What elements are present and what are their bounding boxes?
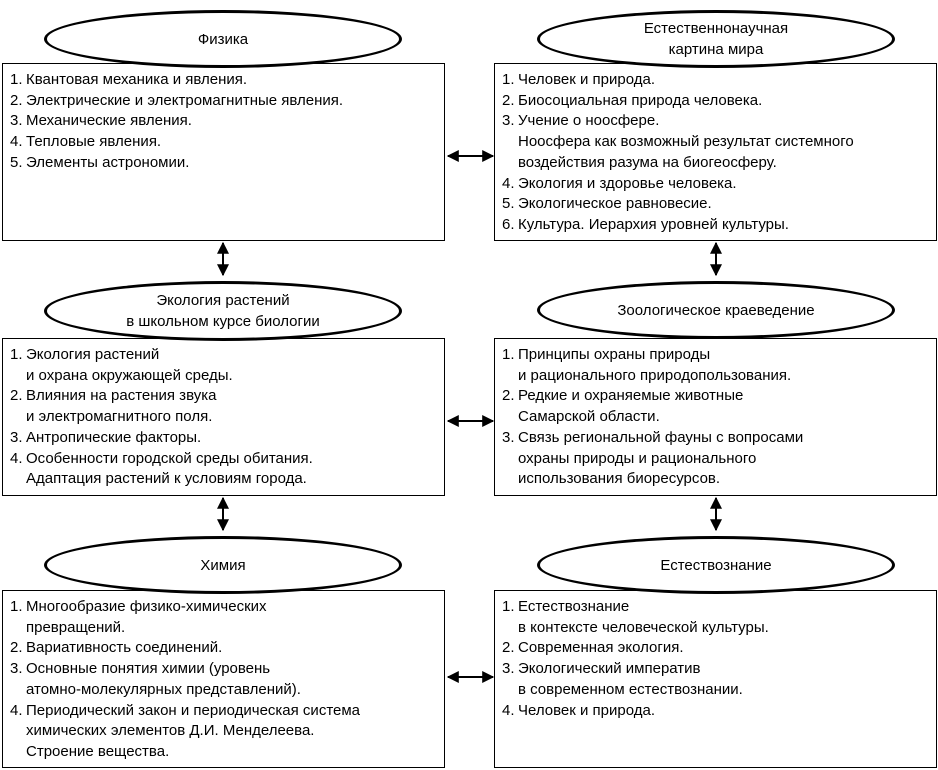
- list-item: 1.Квантовая механика и явления.: [10, 70, 444, 91]
- item-number: 1.: [502, 346, 515, 363]
- item-text: Особенности городской среды обитания. Ад…: [26, 449, 313, 488]
- chemistry-list: 1.Многообразие физико-химических превращ…: [3, 591, 444, 763]
- list-item: 1.Человек и природа.: [502, 70, 936, 91]
- list-item: 2.Биосоциальная природа человека.: [502, 91, 936, 112]
- list-item: 4.Экология и здоровье человека.: [502, 174, 936, 195]
- natural-science-box: 1.Естествознание в контексте человеческо…: [494, 590, 937, 768]
- list-item: 6.Культура. Иерархия уровней культуры.: [502, 215, 936, 236]
- item-text: Механические явления.: [26, 112, 192, 130]
- item-text: Современная экология.: [518, 639, 684, 657]
- item-text: Биосоциальная природа человека.: [518, 91, 763, 109]
- list-item: 2.Влияния на растения звука и электромаг…: [10, 386, 444, 427]
- list-item: 3.Антропические факторы.: [10, 428, 444, 449]
- item-text: Электрические и электромагнитные явления…: [26, 91, 344, 109]
- item-text: Влияния на растения звука и электромагни…: [26, 387, 217, 426]
- item-text: Человек и природа.: [518, 701, 655, 719]
- list-item: 3.Экологический императив в современном …: [502, 659, 936, 700]
- list-item: 2.Электрические и электромагнитные явлен…: [10, 91, 444, 112]
- item-number: 3.: [10, 660, 23, 678]
- list-item: 1.Многообразие физико-химических превращ…: [10, 597, 444, 638]
- worldview-box: 1.Человек и природа.2.Биосоциальная прир…: [494, 63, 937, 241]
- list-item: 4.Особенности городской среды обитания. …: [10, 449, 444, 490]
- physics-title: Физика: [44, 10, 402, 68]
- item-number: 4.: [10, 701, 23, 719]
- list-item: 1.Принципы охраны природы и рациональног…: [502, 345, 936, 386]
- item-text: Человек и природа.: [518, 71, 655, 88]
- item-number: 4.: [502, 174, 515, 192]
- item-text: Многообразие физико-химических превращен…: [26, 598, 267, 636]
- zoology-box: 1.Принципы охраны природы и рациональног…: [494, 338, 937, 496]
- item-text: Естествознание в контексте человеческой …: [518, 598, 769, 636]
- list-item: 4.Человек и природа.: [502, 701, 936, 722]
- item-text: Основные понятия химии (уровень атомно-м…: [26, 660, 301, 698]
- item-text: Экологический императив в современном ес…: [518, 660, 743, 698]
- item-text: Культура. Иерархия уровней культуры.: [518, 215, 789, 233]
- item-number: 2.: [10, 91, 23, 109]
- list-item: 2.Современная экология.: [502, 638, 936, 659]
- physics-list: 1.Квантовая механика и явления.2.Электри…: [3, 64, 444, 174]
- item-number: 2.: [502, 639, 515, 657]
- plant-ecology-list: 1.Экология растений и охрана окружающей …: [3, 339, 444, 490]
- list-item: 3.Основные понятия химии (уровень атомно…: [10, 659, 444, 700]
- item-text: Экология и здоровье человека.: [518, 174, 737, 192]
- zoology-list: 1.Принципы охраны природы и рациональног…: [495, 339, 936, 490]
- item-text: Принципы охраны природы и рационального …: [518, 346, 792, 384]
- item-text: Тепловые явления.: [26, 133, 162, 151]
- item-number: 1.: [10, 346, 23, 363]
- item-number: 2.: [10, 387, 23, 405]
- item-number: 3.: [502, 660, 515, 678]
- item-number: 1.: [10, 598, 23, 615]
- item-number: 1.: [502, 598, 515, 615]
- item-number: 5.: [10, 153, 23, 171]
- item-number: 1.: [502, 71, 515, 88]
- physics-box: 1.Квантовая механика и явления.2.Электри…: [2, 63, 445, 241]
- list-item: 4.Периодический закон и периодическая си…: [10, 701, 444, 763]
- list-item: 5.Экологическое равновесие.: [502, 194, 936, 215]
- item-text: Элементы астрономии.: [26, 153, 190, 171]
- chemistry-box: 1.Многообразие физико-химических превращ…: [2, 590, 445, 768]
- item-number: 2.: [502, 91, 515, 109]
- item-text: Экологическое равновесие.: [518, 195, 712, 213]
- item-number: 2.: [502, 387, 515, 405]
- zoology-title: Зоологическое краеведение: [537, 281, 895, 339]
- natural-science-title: Естествознание: [537, 536, 895, 594]
- list-item: 4.Тепловые явления.: [10, 132, 444, 153]
- item-number: 1.: [10, 71, 23, 88]
- worldview-list: 1.Человек и природа.2.Биосоциальная прир…: [495, 64, 936, 236]
- item-text: Периодический закон и периодическая сист…: [26, 701, 361, 760]
- list-item: 1.Естествознание в контексте человеческо…: [502, 597, 936, 638]
- item-text: Связь региональной фауны с вопросами охр…: [518, 428, 804, 488]
- list-item: 2.Вариативность соединений.: [10, 638, 444, 659]
- chemistry-title: Химия: [44, 536, 402, 594]
- item-number: 4.: [10, 133, 23, 151]
- item-text: Антропические факторы.: [26, 428, 202, 446]
- list-item: 3.Связь региональной фауны с вопросами о…: [502, 428, 936, 490]
- item-number: 3.: [502, 428, 515, 446]
- item-text: Квантовая механика и явления.: [26, 71, 248, 88]
- plant-ecology-title: Экология растений в школьном курсе биоло…: [44, 281, 402, 341]
- list-item: 2.Редкие и охраняемые животные Самарской…: [502, 386, 936, 427]
- item-number: 4.: [10, 449, 23, 467]
- list-item: 3.Учение о ноосфере. Ноосфера как возмож…: [502, 111, 936, 173]
- item-number: 3.: [502, 112, 515, 130]
- item-number: 4.: [502, 701, 515, 719]
- list-item: 5.Элементы астрономии.: [10, 153, 444, 174]
- plant-ecology-box: 1.Экология растений и охрана окружающей …: [2, 338, 445, 496]
- item-number: 5.: [502, 195, 515, 213]
- item-number: 2.: [10, 639, 23, 657]
- worldview-title: Естественнонаучная картина мира: [537, 10, 895, 68]
- natural-science-list: 1.Естествознание в контексте человеческо…: [495, 591, 936, 721]
- list-item: 1.Экология растений и охрана окружающей …: [10, 345, 444, 386]
- item-text: Учение о ноосфере. Ноосфера как возможны…: [518, 112, 854, 171]
- item-text: Экология растений и охрана окружающей ср…: [26, 346, 233, 384]
- list-item: 3.Механические явления.: [10, 111, 444, 132]
- item-number: 3.: [10, 428, 23, 446]
- item-number: 6.: [502, 215, 515, 233]
- item-text: Редкие и охраняемые животные Самарской о…: [518, 387, 744, 426]
- item-number: 3.: [10, 112, 23, 130]
- item-text: Вариативность соединений.: [26, 639, 223, 657]
